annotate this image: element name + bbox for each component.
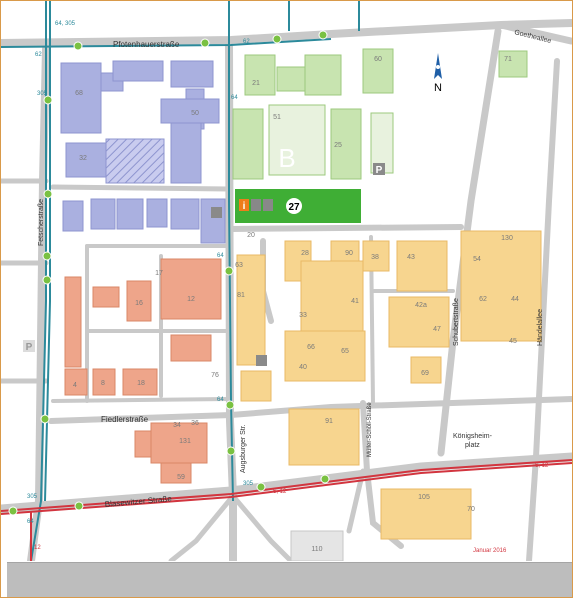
bnum-54: 54 xyxy=(473,256,481,263)
bnum-91: 91 xyxy=(325,418,333,425)
area-b-buildings[interactable] xyxy=(232,48,528,180)
bnum-36: 36 xyxy=(191,420,199,427)
bnum-17: 17 xyxy=(155,270,163,277)
bnum-62: 62 xyxy=(479,296,487,303)
bnum-66: 66 xyxy=(307,344,315,351)
square-koenigsheim-2: platz xyxy=(465,442,480,449)
parking-icons: P P xyxy=(23,163,385,366)
bnum-33: 33 xyxy=(299,312,307,319)
bnum-70: 70 xyxy=(467,506,475,513)
bnum-18: 18 xyxy=(137,380,145,387)
tram-labels: 6, 12 6, 12 12 xyxy=(34,463,549,551)
transit-labels: 64, 305 62 62 305 64 64 64 305 305 64 xyxy=(27,21,254,525)
route-label-64-mid: 64 xyxy=(217,253,224,259)
bnum-65: 65 xyxy=(341,348,349,355)
area-c-buildings[interactable] xyxy=(64,258,222,484)
route-label-62-top: 62 xyxy=(243,39,250,45)
bnum-110: 110 xyxy=(311,546,322,553)
street-augsburger: Augsburger Str. xyxy=(240,424,247,473)
bnum-69: 69 xyxy=(421,370,429,377)
street-fiedler: Fiedlerstraße xyxy=(101,415,149,424)
bnum-42a: 42a xyxy=(415,302,427,309)
bnum-20: 20 xyxy=(247,232,255,239)
route-label-64-305: 64, 305 xyxy=(55,21,76,27)
bnum-44: 44 xyxy=(511,296,519,303)
street-pfotenhauer: Pfotenhauerstraße xyxy=(113,40,180,49)
route-label-64-bottom: 64 xyxy=(27,519,34,525)
square-koenigsheim-1: Königsheim- xyxy=(453,433,493,440)
route-label-64-low: 64 xyxy=(217,397,224,403)
bnum-12: 12 xyxy=(187,296,195,303)
route-label-12-bottom: 12 xyxy=(34,545,41,551)
compass-icon xyxy=(434,53,442,79)
bnum-38: 38 xyxy=(371,254,379,261)
route-label-64-upper: 64 xyxy=(231,95,238,101)
campus-map[interactable]: i 27 xyxy=(1,1,572,561)
bnum-41: 41 xyxy=(351,298,359,305)
bnum-60: 60 xyxy=(374,56,382,63)
route-label-6-12-right: 6, 12 xyxy=(535,463,549,469)
svg-text:P: P xyxy=(26,342,33,353)
bnum-130: 130 xyxy=(501,235,513,242)
building-110[interactable] xyxy=(290,530,344,561)
bnum-63: 63 xyxy=(235,262,243,269)
bnum-45: 45 xyxy=(509,338,517,345)
bnum-28: 28 xyxy=(301,250,309,257)
svg-text:P: P xyxy=(376,165,383,176)
bnum-51: 51 xyxy=(273,114,281,121)
bnum-90: 90 xyxy=(345,250,353,257)
bnum-59: 59 xyxy=(177,474,185,481)
street-schubert: Schubertstraße xyxy=(453,298,460,346)
bnum-50: 50 xyxy=(191,110,199,117)
yellow-buildings[interactable] xyxy=(236,230,542,540)
bnum-32: 32 xyxy=(79,155,87,162)
area-c-label: C xyxy=(120,332,139,362)
bnum-40: 40 xyxy=(299,364,307,371)
bnum-16: 16 xyxy=(135,300,143,307)
route-label-305-bottom-left: 305 xyxy=(27,494,38,500)
building-27-label: 27 xyxy=(288,202,300,213)
route-label-305-left: 305 xyxy=(37,91,48,97)
footer-bar xyxy=(7,562,572,597)
street-mueller-schoell: Müller-Schöll-Straße xyxy=(367,402,373,457)
building-numbers: 60 71 21 51 25 68 50 32 20 28 90 38 43 1… xyxy=(73,56,519,553)
date-note: Januar 2016 xyxy=(473,548,507,554)
bnum-76: 76 xyxy=(211,372,219,379)
bnum-71: 71 xyxy=(504,56,512,63)
street-haendel: Händelallee xyxy=(537,309,544,346)
bnum-81: 81 xyxy=(237,292,245,299)
route-label-62-left: 62 xyxy=(35,52,42,58)
area-a-label: A xyxy=(119,103,138,134)
svg-text:i: i xyxy=(243,201,246,212)
compass-label: N xyxy=(434,82,442,94)
route-label-305-bottom-mid: 305 xyxy=(243,481,254,487)
bnum-21: 21 xyxy=(252,80,260,87)
area-b-label: B xyxy=(278,143,295,173)
route-label-6-12-mid: 6, 12 xyxy=(273,489,287,495)
street-fetscher: Fetscherstraße xyxy=(38,199,45,246)
bnum-25: 25 xyxy=(334,142,342,149)
bus-lines xyxy=(1,1,360,561)
bnum-8: 8 xyxy=(101,380,105,387)
transit-stops[interactable] xyxy=(8,30,330,516)
bnum-47: 47 xyxy=(433,326,441,333)
bnum-34: 34 xyxy=(173,422,181,429)
bnum-105: 105 xyxy=(418,494,430,501)
area-a-buildings[interactable] xyxy=(60,60,226,244)
bnum-68: 68 xyxy=(75,90,83,97)
service-icons: i xyxy=(239,199,273,212)
bnum-4: 4 xyxy=(73,382,77,389)
bnum-131: 131 xyxy=(179,438,191,445)
bnum-43: 43 xyxy=(407,254,415,261)
